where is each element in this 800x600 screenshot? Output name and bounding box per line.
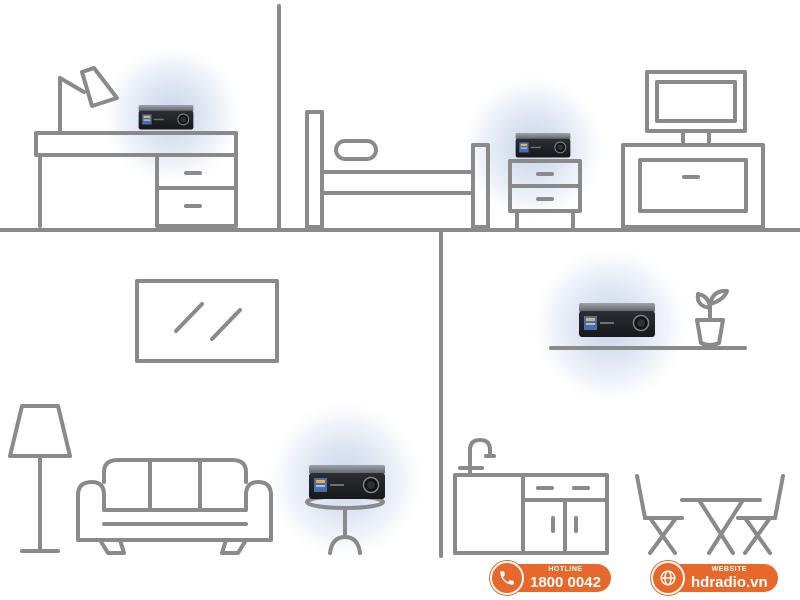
wall-mirror (135, 279, 279, 363)
radio-device-shelf (578, 302, 656, 338)
potted-plant (695, 288, 729, 347)
sofa (76, 458, 273, 555)
website-badge[interactable]: WEBSITE hdradio.vn (651, 561, 778, 595)
bed (305, 110, 490, 229)
phone-icon (490, 561, 524, 595)
desk-lamp (58, 66, 119, 135)
website-url: hdradio.vn (691, 573, 768, 591)
radio-device-side-table (308, 464, 386, 500)
hotline-number: 1800 0042 (530, 573, 601, 591)
radio-device-nightstand (515, 132, 571, 159)
desk (34, 131, 238, 228)
globe-icon (651, 561, 685, 595)
hotline-label: HOTLINE (548, 565, 583, 573)
nightstand (508, 159, 582, 229)
floor-lamp (8, 404, 72, 553)
dining-set (635, 474, 785, 555)
radio-device-desk (138, 104, 194, 131)
television-cabinet (621, 70, 765, 229)
kitchen-counter (453, 438, 609, 555)
hotline-badge[interactable]: HOTLINE 1800 0042 (490, 561, 611, 595)
house-walls (0, 4, 800, 558)
website-label: WEBSITE (711, 565, 748, 573)
